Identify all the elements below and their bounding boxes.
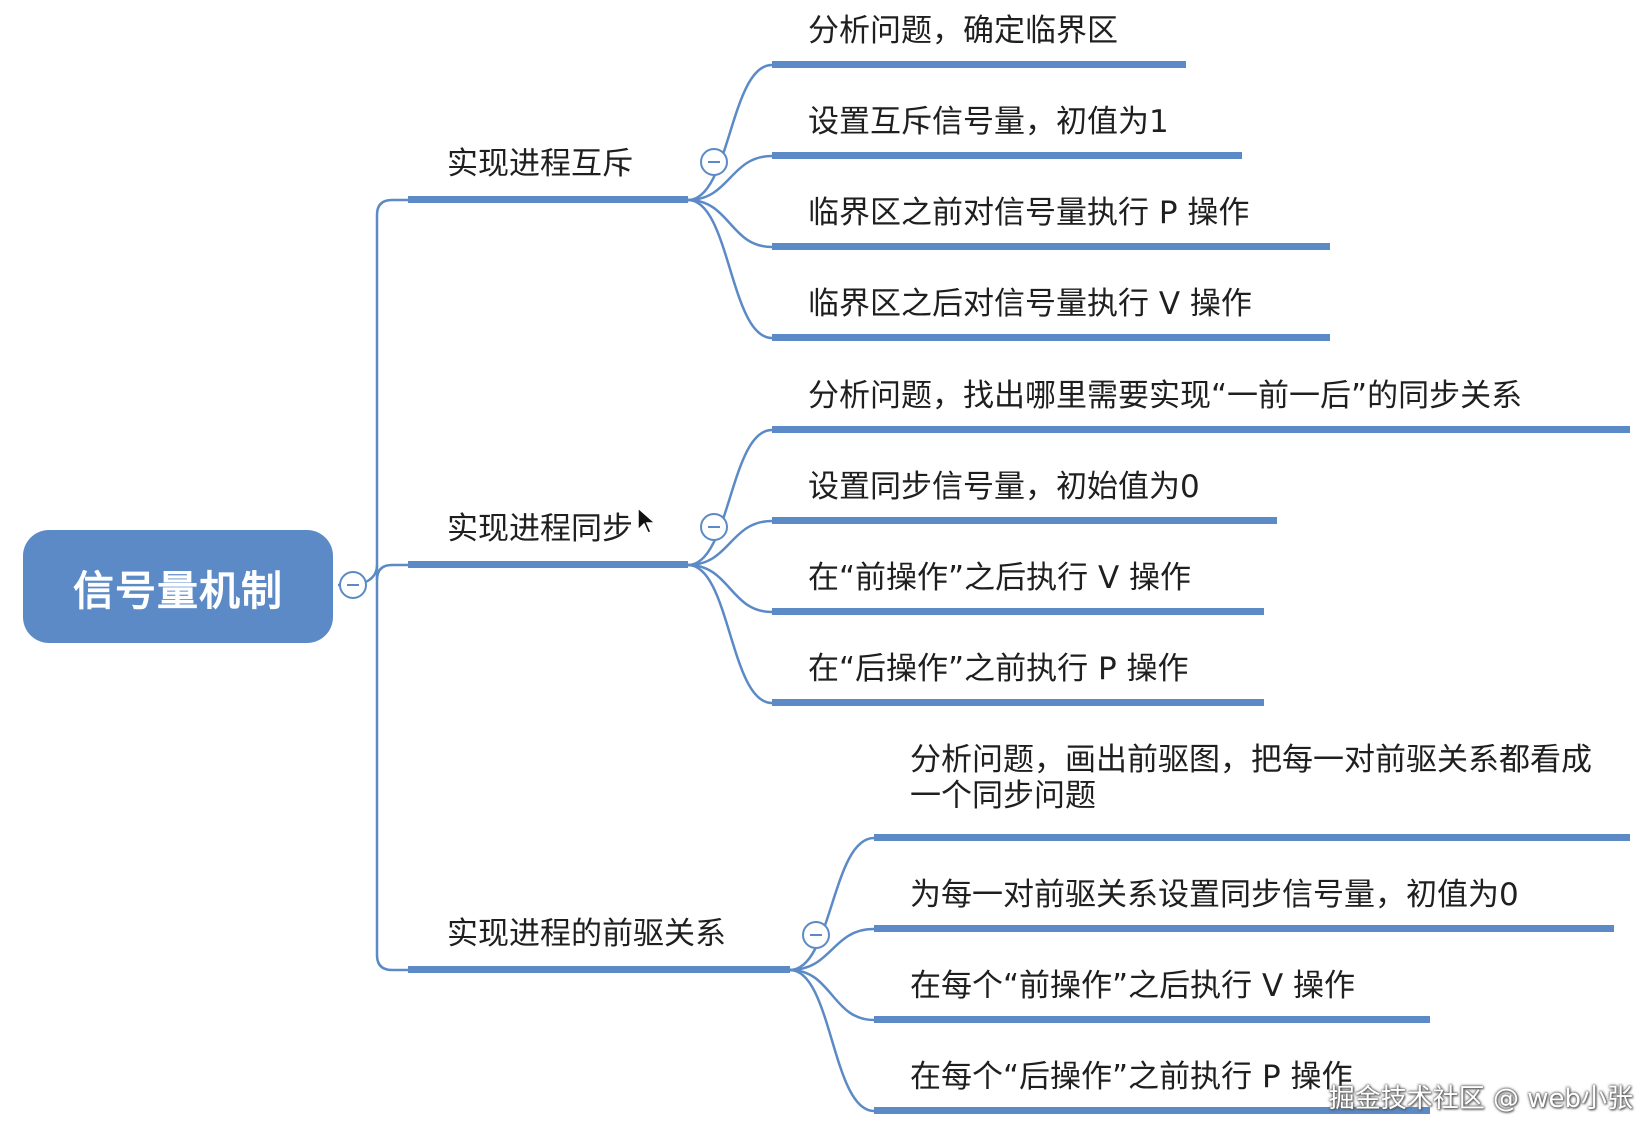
- precedence-step-1[interactable]: 分析问题，画出前驱图，把每一对前驱关系都看成一个同步问题: [910, 742, 1592, 814]
- mutex-step-4[interactable]: 临界区之后对信号量执行 V 操作: [808, 286, 1252, 322]
- sync-step-2[interactable]: 设置同步信号量，初始值为0: [808, 469, 1200, 505]
- precedence-step-3-underline: [874, 1016, 1430, 1023]
- mutex-step-4-underline: [772, 334, 1330, 341]
- branch-precedence-underline: [408, 966, 790, 973]
- mutex-step-2[interactable]: 设置互斥信号量，初值为1: [808, 104, 1169, 140]
- sync-step-4[interactable]: 在“后操作”之前执行 P 操作: [808, 651, 1189, 687]
- sync-step-4-underline: [772, 699, 1264, 706]
- sync-step-2-underline: [772, 517, 1277, 524]
- precedence-step-1-underline: [874, 834, 1630, 841]
- precedence-step-2-underline: [874, 925, 1614, 932]
- mutex-step-2-underline: [772, 152, 1242, 159]
- branch-mutex-label[interactable]: 实现进程互斥: [447, 146, 633, 182]
- sync-step-3[interactable]: 在“前操作”之后执行 V 操作: [808, 560, 1192, 596]
- sync-step-1[interactable]: 分析问题，找出哪里需要实现“一前一后”的同步关系: [808, 378, 1523, 414]
- branch-mutex-underline: [408, 196, 688, 203]
- precedence-step-4-underline: [874, 1107, 1430, 1114]
- branch-mutex-collapse-icon[interactable]: [700, 148, 728, 176]
- sync-step-1-underline: [772, 426, 1630, 433]
- precedence-step-4[interactable]: 在每个“后操作”之前执行 P 操作: [910, 1059, 1353, 1095]
- root-collapse-icon[interactable]: [339, 571, 367, 599]
- mutex-step-3-underline: [772, 243, 1330, 250]
- precedence-step-2[interactable]: 为每一对前驱关系设置同步信号量，初值为0: [910, 877, 1519, 913]
- precedence-step-3[interactable]: 在每个“前操作”之后执行 V 操作: [910, 968, 1356, 1004]
- sync-step-3-underline: [772, 608, 1264, 615]
- root-label: 信号量机制: [73, 566, 283, 615]
- branch-sync-underline: [408, 561, 688, 568]
- branch-sync-collapse-icon[interactable]: [700, 513, 728, 541]
- branch-precedence-label[interactable]: 实现进程的前驱关系: [447, 916, 726, 952]
- mutex-step-1-underline: [772, 61, 1186, 68]
- watermark: 掘金技术社区 @ web小张: [1328, 1084, 1633, 1114]
- root-node[interactable]: 信号量机制: [23, 530, 333, 643]
- branch-sync-label[interactable]: 实现进程同步: [447, 511, 633, 547]
- branch-precedence-collapse-icon[interactable]: [802, 921, 830, 949]
- mouse-pointer-icon: [637, 506, 657, 534]
- mutex-step-3[interactable]: 临界区之前对信号量执行 P 操作: [808, 195, 1250, 231]
- mutex-step-1[interactable]: 分析问题，确定临界区: [808, 13, 1118, 49]
